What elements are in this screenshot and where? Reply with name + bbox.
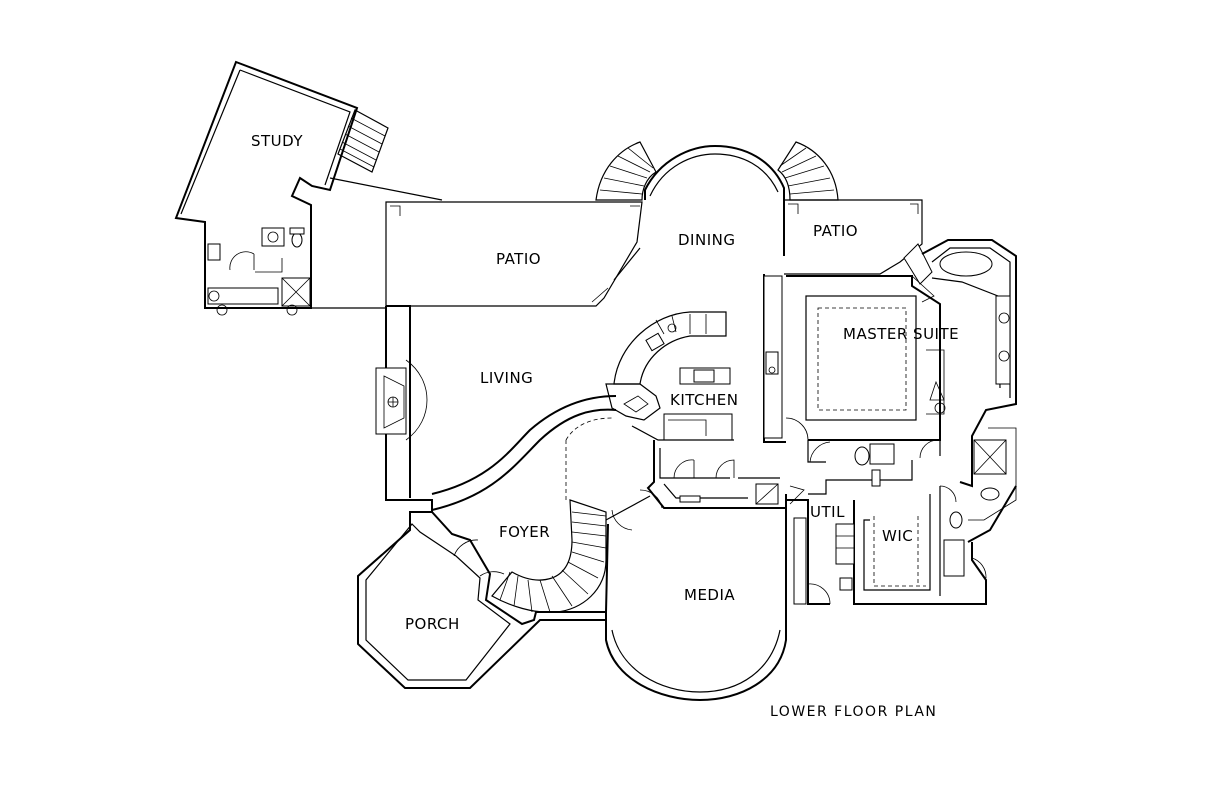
fireplace [375, 359, 428, 441]
master-tub [939, 251, 993, 277]
room-label-study: STUDY [251, 132, 303, 150]
study-wing [174, 60, 389, 316]
foyer-stair [491, 499, 607, 613]
dining-stair-right [777, 141, 839, 201]
master-toilet [980, 487, 1000, 501]
media-room [605, 508, 787, 702]
foyer-door [611, 489, 663, 531]
room-label-dining: DINING [678, 231, 735, 249]
pantry-block [646, 440, 805, 509]
room-label-porch: PORCH [405, 615, 460, 633]
room-label-patio-left: PATIO [496, 250, 541, 268]
room-label-living: LIVING [480, 369, 533, 387]
master-bath [921, 239, 1017, 543]
room-label-foyer: FOYER [499, 523, 550, 541]
living-curved-wall [431, 395, 617, 495]
study-stair [337, 109, 389, 173]
room-label-media: MEDIA [684, 586, 735, 604]
study-sink [261, 227, 285, 247]
room-label-util: UTIL [810, 503, 845, 521]
room-label-master-suite: MASTER SUITE [843, 325, 959, 343]
room-label-patio-right: PATIO [813, 222, 858, 240]
dining-rotunda [595, 141, 839, 256]
breezeway [311, 177, 443, 309]
room-label-kitchen: KITCHEN [670, 391, 739, 409]
dining-stair-left [595, 141, 657, 201]
room-label-wic: WIC [882, 527, 913, 545]
plan-title: LOWER FLOOR PLAN [770, 704, 937, 720]
kitchen [605, 311, 734, 441]
porch [357, 511, 607, 689]
util-wet-area [807, 439, 941, 495]
study-toilet [291, 232, 303, 248]
